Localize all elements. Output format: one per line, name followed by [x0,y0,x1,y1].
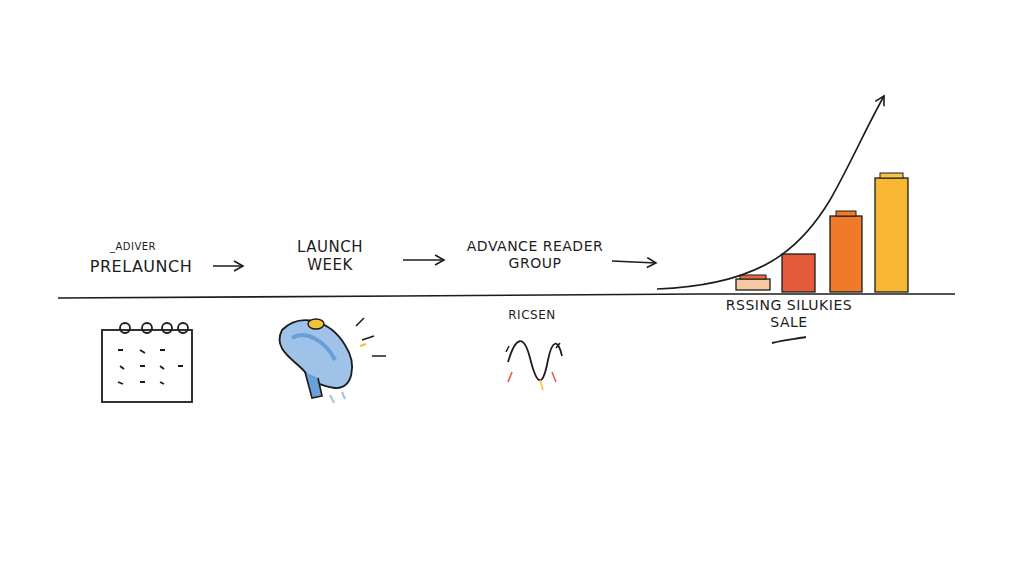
icon-label: RICSEN [492,308,572,322]
megaphone-icon [280,318,386,403]
stage-arrow [612,261,656,263]
sales-bars [736,173,908,292]
underline-mark [772,337,806,343]
calendar-icon [102,323,192,402]
growth-curve [657,96,884,289]
stage-label: LAUNCH WEEK [280,238,380,274]
stage-note: _ADIVER [88,241,178,253]
result-label: RSSING SILUKIES SALE [714,297,864,331]
stage-label: ADVANCE READER GROUP [450,238,620,272]
stage-arrow [213,265,243,267]
stage-label: PRELAUNCH [66,257,216,276]
wave-icon [506,341,562,390]
stage-arrow [403,259,444,261]
